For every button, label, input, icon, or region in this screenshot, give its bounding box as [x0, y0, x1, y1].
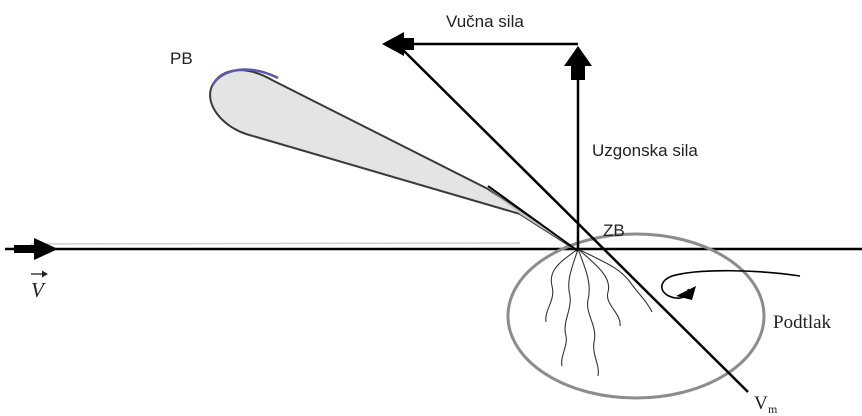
arrow-up-icon — [564, 46, 592, 80]
velocity-symbol-text: V — [31, 278, 46, 302]
blade-leading-edge-highlight — [210, 68, 279, 87]
trailing-edge-label: ZB — [603, 221, 625, 240]
low-pressure-label: Podtlak — [773, 312, 832, 333]
arrow-right-icon — [14, 238, 58, 260]
resultant-velocity-line — [399, 46, 749, 393]
blade-profile — [209, 69, 579, 252]
lift-force-label: Uzgonska sila — [592, 141, 698, 160]
leading-edge-label: PB — [170, 49, 193, 68]
turbulence-lines — [545, 248, 653, 377]
low-pressure-zone — [506, 232, 766, 400]
resultant-subscript-text: m — [768, 402, 778, 416]
vector-arrow-icon — [31, 270, 48, 278]
blade-trailing-segment — [487, 185, 579, 252]
resultant-velocity-symbol: V m — [754, 393, 778, 416]
resultant-symbol-text: V — [754, 393, 768, 414]
vortex-icon — [661, 269, 801, 300]
drag-force-label: Vučna sila — [446, 12, 524, 31]
velocity-axis-shadow — [29, 242, 521, 245]
velocity-symbol: V — [31, 270, 48, 302]
arrow-left-icon — [382, 32, 414, 56]
